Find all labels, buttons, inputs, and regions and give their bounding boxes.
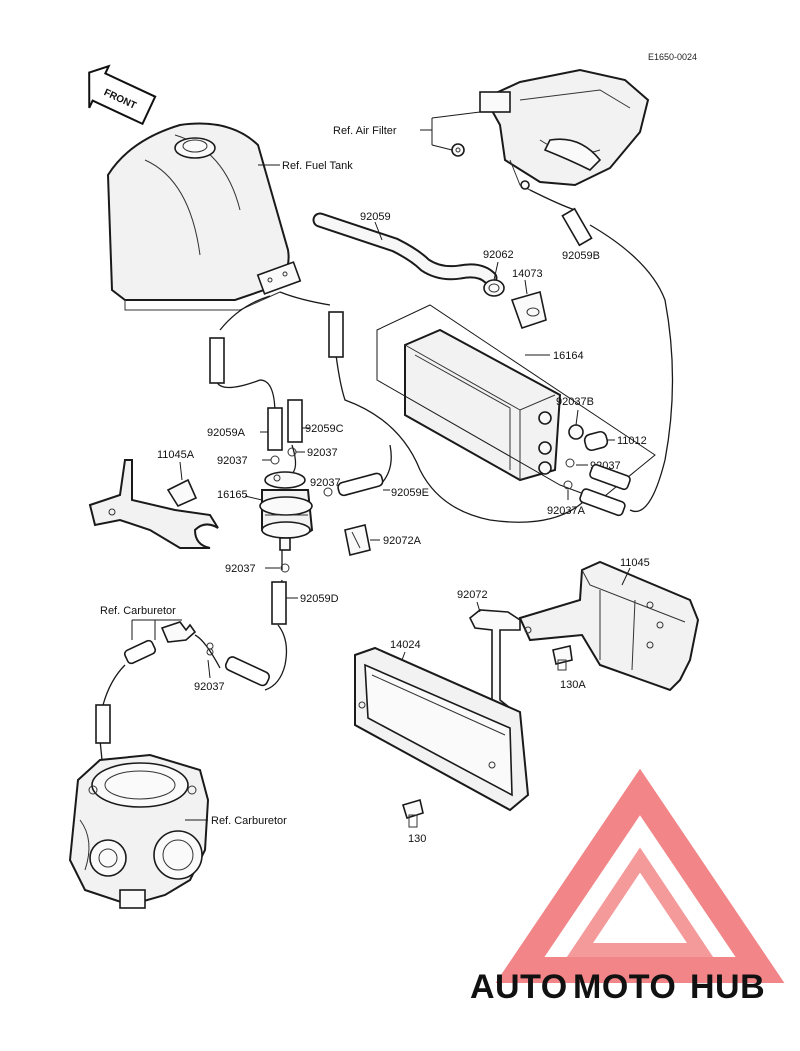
tube-carb-vertical bbox=[95, 704, 111, 744]
carburetor bbox=[68, 753, 210, 909]
diagram-code: E1650-0024 bbox=[648, 52, 697, 62]
part-11012: 11012 bbox=[617, 435, 647, 447]
tube-92059a bbox=[267, 407, 283, 451]
part-92037-c: 92037 bbox=[310, 477, 341, 489]
strap-92072a bbox=[344, 524, 371, 556]
clip-92037-right bbox=[565, 458, 575, 468]
hoses-92037a bbox=[563, 463, 631, 517]
clip-92037-a bbox=[270, 455, 280, 465]
part-92072: 92072 bbox=[457, 589, 488, 601]
part-92059D: 92059D bbox=[300, 593, 339, 605]
part-92037-d: 92037 bbox=[225, 563, 256, 575]
part-92059: 92059 bbox=[360, 211, 391, 223]
bolt-130a-icon bbox=[552, 645, 573, 671]
part-11045A: 11045A bbox=[157, 449, 195, 461]
part-16165: 16165 bbox=[217, 489, 248, 501]
ref-air-filter-label: Ref. Air Filter bbox=[333, 125, 397, 137]
cover-14024 bbox=[354, 646, 530, 812]
part-11045: 11045 bbox=[620, 557, 650, 569]
air-filter-bolt-icon bbox=[451, 143, 465, 157]
bracket-11045 bbox=[518, 560, 700, 692]
hose-92059b bbox=[561, 207, 593, 247]
part-92037-a: 92037 bbox=[217, 455, 248, 467]
tube-92059d bbox=[271, 581, 287, 625]
part-92072A: 92072A bbox=[383, 535, 422, 547]
part-92037B: 92037B bbox=[556, 396, 594, 408]
part-92059E: 92059E bbox=[391, 487, 429, 499]
hose-92059 bbox=[312, 212, 498, 286]
carb-fittings bbox=[123, 621, 270, 687]
air-filter bbox=[479, 68, 650, 191]
canister-16164 bbox=[404, 328, 562, 482]
watermark-text-auto: AUTO bbox=[470, 968, 568, 1006]
front-arrow-icon: FRONT bbox=[88, 64, 157, 126]
hose-lines bbox=[99, 189, 674, 761]
watermark-logo: AUTO MOTO HUB bbox=[470, 768, 785, 1006]
hose-92059e bbox=[337, 472, 384, 497]
part-92059A: 92059A bbox=[207, 427, 246, 439]
part-14073: 14073 bbox=[512, 268, 543, 280]
part-14024: 14024 bbox=[390, 639, 421, 651]
joint-11012 bbox=[583, 430, 609, 452]
part-92037A: 92037A bbox=[547, 505, 586, 517]
watermark-text-moto: MOTO bbox=[573, 968, 676, 1006]
clamp-92062 bbox=[483, 279, 505, 297]
clip-92037-b bbox=[287, 447, 297, 457]
ref-fuel-tank-label: Ref. Fuel Tank bbox=[282, 160, 353, 172]
fuel-tank bbox=[106, 122, 302, 311]
bolt-130-icon bbox=[401, 798, 424, 828]
part-92062: 92062 bbox=[483, 249, 514, 261]
clip-92037-c bbox=[323, 487, 333, 497]
cap-14073 bbox=[510, 290, 547, 330]
tube-upper-left bbox=[209, 337, 225, 384]
ref-carburetor-top-label: Ref. Carburetor bbox=[100, 605, 176, 617]
part-130: 130 bbox=[408, 833, 426, 845]
part-16164: 16164 bbox=[553, 350, 584, 362]
ref-carburetor-bottom-label: Ref. Carburetor bbox=[211, 815, 287, 827]
bracket-11045a bbox=[88, 459, 219, 549]
tube-upper-right bbox=[328, 311, 344, 358]
part-92037-b: 92037 bbox=[307, 447, 338, 459]
part-92059C: 92059C bbox=[305, 423, 344, 435]
clip-92037-d bbox=[280, 563, 290, 573]
tube-92059c bbox=[287, 399, 303, 443]
watermark-text-hub: HUB bbox=[690, 968, 765, 1006]
part-92059B: 92059B bbox=[562, 250, 600, 262]
clip-92037b bbox=[568, 424, 584, 440]
part-130A: 130A bbox=[560, 679, 586, 691]
fuel-pump-16165 bbox=[259, 471, 314, 551]
part-92037-e: 92037 bbox=[194, 681, 225, 693]
